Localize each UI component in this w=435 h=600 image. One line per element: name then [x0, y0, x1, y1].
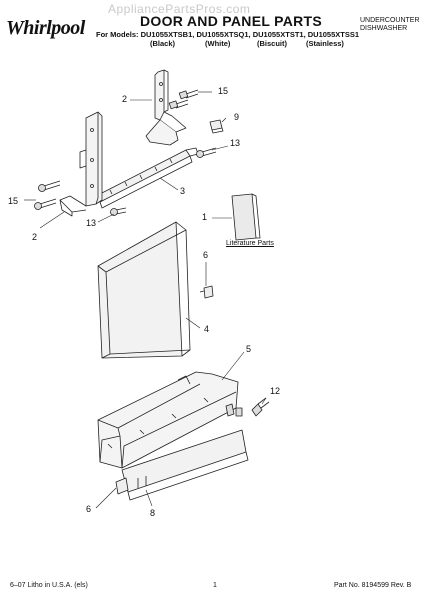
callout-13-right: 13 — [230, 138, 241, 148]
callout-3: 3 — [180, 186, 186, 196]
leader-lines — [24, 91, 267, 509]
footer-part-number: Part No. 8194599 Rev. B — [334, 582, 412, 589]
product-line-2: DISHWASHER — [360, 25, 408, 32]
finish-biscuit: (Biscuit) — [257, 39, 287, 48]
callout-2-upper: 2 — [122, 94, 128, 104]
clip-9 — [209, 119, 224, 134]
screw-13-right — [196, 147, 217, 158]
clip-6-upper — [199, 285, 214, 299]
callout-4: 4 — [204, 324, 210, 334]
literature-parts-label: Literature Parts — [226, 240, 274, 247]
callout-15-right: 15 — [218, 86, 229, 96]
finish-white: (White) — [205, 39, 231, 48]
callout-6-lower: 6 — [86, 504, 92, 514]
callout-6-upper: 6 — [203, 250, 209, 260]
finish-stainless: (Stainless) — [306, 39, 344, 48]
literature-packet — [231, 193, 261, 241]
callout-2-lower: 2 — [32, 232, 38, 242]
callout-8: 8 — [150, 508, 156, 518]
finish-black: (Black) — [150, 39, 176, 48]
callout-15-left: 15 — [8, 196, 19, 206]
screw-15-upper — [168, 89, 199, 110]
footer-litho: 6–07 Litho in U.S.A. (els) — [10, 582, 88, 589]
door-panel-part — [97, 221, 191, 359]
product-line-1: UNDERCOUNTER — [360, 17, 420, 24]
clip-6-lower — [115, 477, 129, 495]
toe-panel-part — [97, 371, 243, 469]
callout-9: 9 — [234, 112, 240, 122]
callout-13-left: 13 — [86, 218, 97, 228]
callout-12: 12 — [270, 386, 281, 396]
hinge-rail-part — [95, 147, 199, 209]
door-bracket-upper-part — [145, 69, 187, 146]
models-line: For Models: DU1055XTSB1, DU1055XTSQ1, DU… — [96, 30, 360, 39]
callout-1: 1 — [202, 212, 208, 222]
callout-5: 5 — [246, 344, 252, 354]
screw-15-left — [34, 180, 61, 210]
footer-page-number: 1 — [213, 582, 217, 589]
brand-logo: Whirlpool — [6, 17, 85, 39]
door-bracket-lower-part — [59, 111, 103, 217]
watermark: AppliancePartsPros.com — [108, 2, 251, 16]
screw-13-left — [110, 207, 127, 216]
screw-12 — [251, 397, 270, 417]
page-title: DOOR AND PANEL PARTS — [140, 13, 323, 29]
